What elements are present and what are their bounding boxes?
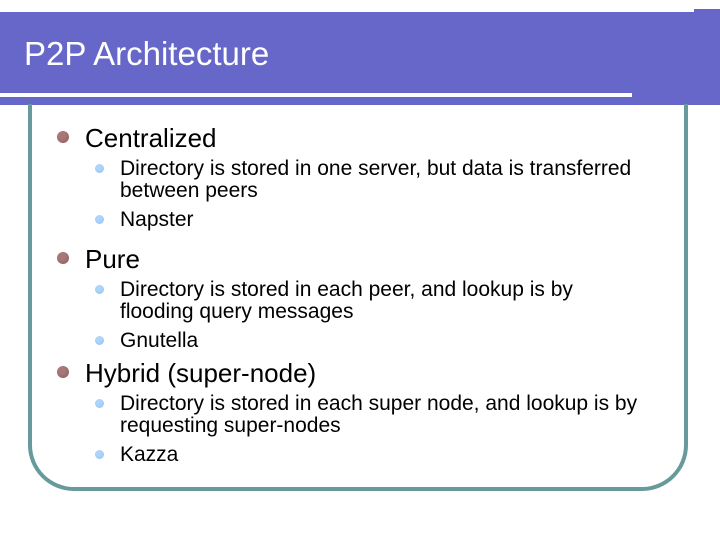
heading-row: Pure [57, 243, 648, 275]
list-item-text: Directory is stored in one server, but d… [120, 157, 632, 202]
sub-bullet-icon [95, 399, 104, 408]
slide-title: P2P Architecture [24, 35, 270, 72]
list-item-text: Directory is stored in each super node, … [120, 392, 638, 437]
title-bar: P2P Architecture [0, 12, 720, 105]
list-item: Napster [95, 209, 648, 231]
section-heading: Hybrid (super-node) [85, 358, 317, 388]
list-item: Kazza [95, 444, 648, 466]
list-item: Directory is stored in each super node, … [95, 393, 648, 436]
section-heading: Pure [85, 244, 140, 274]
heading-row: Centralized [57, 122, 648, 154]
list-item: Directory is stored in each peer, and lo… [95, 279, 648, 322]
content-border [28, 104, 688, 491]
sub-bullet-icon [95, 336, 104, 345]
title-bar-corner-decoration [694, 9, 720, 102]
title-underline-decoration [0, 93, 632, 97]
sub-bullet-icon [95, 164, 104, 173]
bullet-icon [57, 366, 69, 378]
sub-bullet-icon [95, 215, 104, 224]
section-heading: Centralized [85, 123, 217, 153]
list-item-text: Gnutella [120, 329, 199, 352]
section-hybrid: Hybrid (super-node) Directory is stored … [57, 357, 648, 466]
list-item: Directory is stored in one server, but d… [95, 158, 648, 201]
heading-row: Hybrid (super-node) [57, 357, 648, 389]
list-item-text: Kazza [120, 443, 179, 466]
list-item-text: Napster [120, 208, 194, 231]
sub-bullet-icon [95, 285, 104, 294]
sub-bullet-icon [95, 450, 104, 459]
section-centralized: Centralized Directory is stored in one s… [57, 122, 648, 231]
list-item: Gnutella [95, 330, 648, 352]
bullet-icon [57, 252, 69, 264]
section-pure: Pure Directory is stored in each peer, a… [57, 243, 648, 352]
list-item-text: Directory is stored in each peer, and lo… [120, 278, 573, 323]
bullet-icon [57, 131, 69, 143]
